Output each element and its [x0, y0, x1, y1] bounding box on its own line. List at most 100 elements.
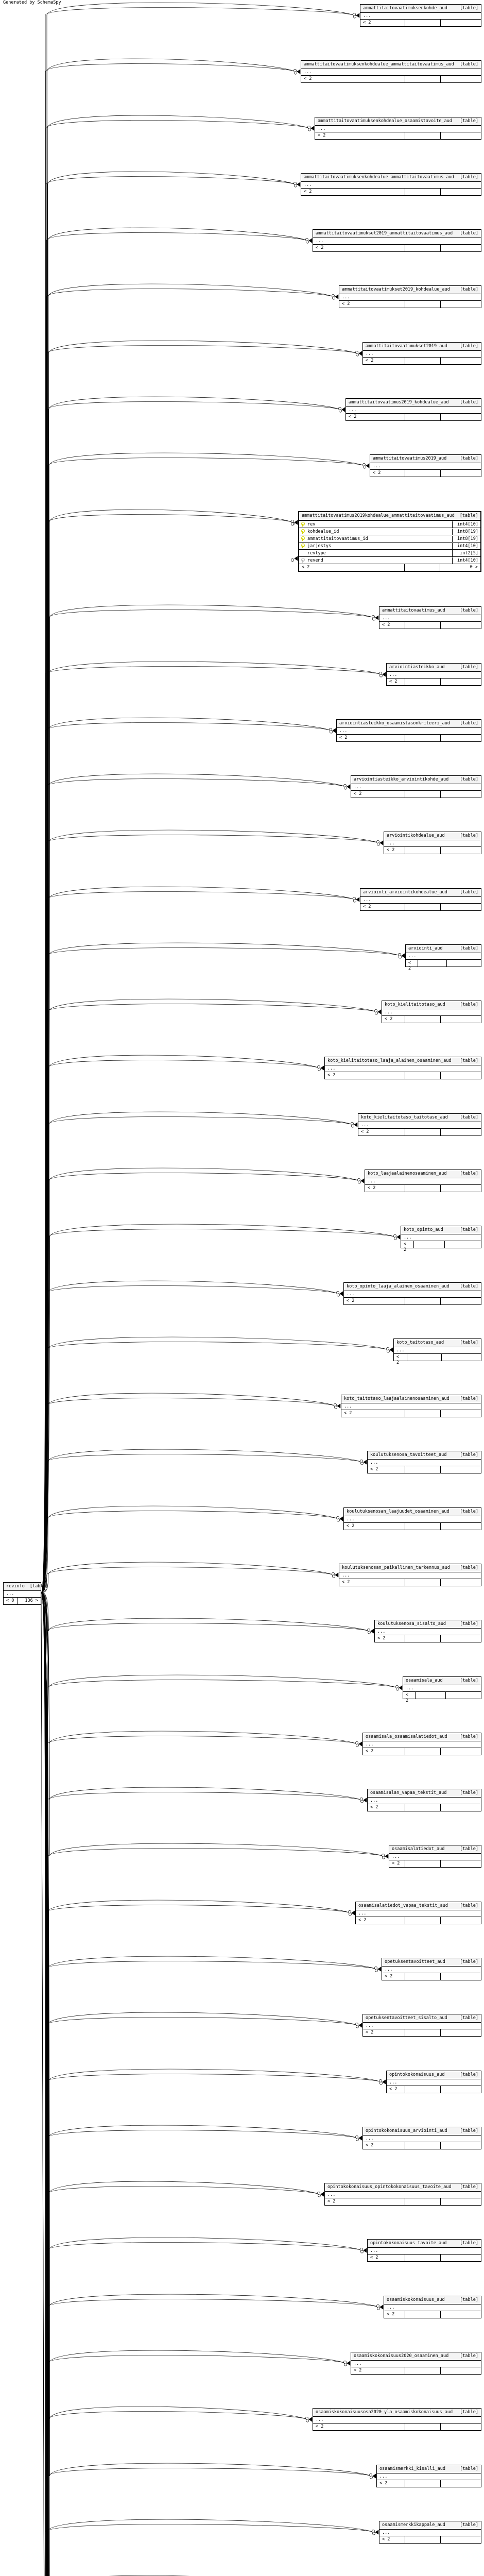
table-node[interactable]: opintokokonaisuus_tavoite_aud[table]...<… — [367, 2239, 481, 2262]
table-node[interactable]: koto_opinto_aud[table]...< 2 — [401, 1226, 481, 1252]
foot-spacer-right — [441, 791, 481, 798]
foot-spacer — [405, 2536, 441, 2543]
foot-spacer — [405, 1129, 441, 1136]
table-node[interactable]: arviointi_aud[table]...< 2 — [405, 944, 481, 971]
primary-key-icon — [299, 521, 306, 528]
column-type: int8[19] — [452, 528, 480, 535]
table-node[interactable]: ammattitaitovaatimuksenkohdealue_osaamis… — [315, 117, 481, 140]
incoming-relations-count: < 2 — [325, 2198, 405, 2205]
table-node[interactable]: ammattitaitovaatimus2019_aud[table]...< … — [370, 454, 481, 477]
table-node[interactable]: ammattitaitovaatimus_aud[table]...< 2 — [379, 606, 481, 629]
table-relationship-counts: < 2 — [339, 1579, 481, 1586]
table-name: ammattitaitovaatimus2019_kohdealue_aud — [349, 400, 449, 405]
table-node[interactable]: osaamiskokonaisuusosa2020_yla_osaamiskok… — [313, 2408, 481, 2431]
table-type-tag: [table] — [460, 1565, 478, 1570]
column-name: ammattitaitovaatimus_id — [307, 536, 368, 541]
table-node[interactable]: koulutuksenosan_laajuudet_osaaminen_aud[… — [343, 1507, 481, 1530]
table-type-tag: [table] — [460, 2184, 478, 2190]
table-node[interactable]: arviointikohdealue_aud[table]...< 2 — [384, 832, 481, 854]
table-node[interactable]: koulutuksenosa_sisalto_aud[table]...< 2 — [374, 1620, 481, 1642]
table-node[interactable]: ammattitaitovaatimuksenkohdealue_ammatti… — [301, 173, 481, 196]
incoming-relations-count: < 2 — [384, 847, 405, 854]
table-node[interactable]: opetuksentavoitteet_sisalto_aud[table]..… — [362, 2014, 481, 2037]
table-header: opetuksentavoitteet_sisalto_aud[table] — [363, 2014, 481, 2023]
table-type-tag: [table] — [460, 1734, 478, 1739]
table-node[interactable]: osaamismerkki_kisalli_aud[table]...< 2 — [376, 2465, 481, 2487]
table-type-tag: [table] — [460, 665, 478, 670]
table-node[interactable]: ammattitaitovaatimuksenkohdealue_ammatti… — [301, 60, 481, 83]
table-node[interactable]: ammattitaitovaatimukset2019_ammattitaito… — [313, 229, 481, 252]
incoming-relations-count: < 2 — [301, 189, 405, 195]
table-node[interactable]: koulutuksenosa_tavoitteet_aud[table]...<… — [367, 1451, 481, 1473]
table-node[interactable]: ammattitaitovaatimukset2019_kohdealue_au… — [339, 285, 481, 308]
table-node[interactable]: koulutuksenosan_paikallinen_tarkennus_au… — [339, 1564, 481, 1586]
table-node[interactable]: arviointiasteikko_aud[table]...< 2 — [386, 663, 481, 686]
foot-spacer — [405, 904, 441, 910]
outgoing-relations-count: 0 > — [470, 565, 478, 570]
table-node[interactable]: ammattitaitovaatimus2019_kohdealue_aud [t… — [345, 398, 481, 421]
foot-spacer — [405, 301, 441, 308]
table-node[interactable]: koto_kielitaitotaso_laaja_alainen_osaami… — [324, 1057, 481, 1079]
foot-spacer-right — [441, 76, 481, 82]
table-type-tag: [table] — [460, 1340, 478, 1345]
foot-spacer — [405, 1072, 441, 1079]
table-node[interactable]: osaamiskokonaisuus_aud[table]...< 2 — [384, 2296, 481, 2318]
table-columns-collapsed: ... — [346, 407, 481, 414]
table-node[interactable]: osaamisala_osaamisalatiedot_aud[table]..… — [362, 1733, 481, 1755]
table-header: koto_opinto_laaja_alainen_osaaminen_aud[… — [344, 1283, 481, 1291]
table-node[interactable]: arviointiasteikko_osaamistasonkriteeri_a… — [336, 719, 481, 742]
table-node[interactable]: opintokokonaisuus_opintokokonaisuus_tavo… — [324, 2183, 481, 2206]
table-relationship-counts: < 2 — [325, 2198, 481, 2205]
table-node[interactable]: koto_opinto_laaja_alainen_osaaminen_aud[… — [343, 1282, 481, 1305]
table-node[interactable]: osaamisalatiedot_aud[table]...< 2 — [389, 1845, 481, 1868]
table-node[interactable]: koto_taitotaso_laajaalainenosaaminen_aud… — [341, 1395, 481, 1417]
table-node-focus[interactable]: ammattitaitovaatimus2019kohdealue_ammatt… — [298, 511, 481, 572]
foot-spacer-right — [441, 189, 481, 195]
foot-spacer — [405, 189, 441, 195]
table-type-tag: [table] — [460, 400, 478, 405]
table-name: ammattitaitovaatimukset2019_kohdealue_au… — [342, 287, 450, 292]
table-node[interactable]: opintokokonaisuus_arviointi_aud[table]..… — [362, 2127, 481, 2149]
table-node[interactable]: osaamismerkkikappale_aud[table]...< 2 — [379, 2521, 481, 2544]
incoming-relations-count: < 0 — [4, 1598, 18, 1604]
table-type-tag: [table] — [460, 1171, 478, 1176]
table-columns-collapsed: ... — [363, 351, 481, 358]
table-node[interactable]: opintokokonaisuus_aud[table]...< 2 — [386, 2071, 481, 2093]
table-node[interactable]: osaamiskokonaisuus2020_osaaminen_aud[tab… — [351, 2352, 481, 2375]
table-node[interactable]: opetuksentavoitteet_aud[table]...< 2 — [382, 1958, 481, 1980]
foot-spacer-right — [441, 1635, 481, 1642]
foot-spacer-right — [442, 1354, 481, 1361]
table-node[interactable]: koto_kielitaitotaso_aud[table]...< 2 — [382, 1001, 481, 1023]
table-header: arviointiasteikko_arviointikohde_aud[tab… — [351, 776, 481, 784]
foot-spacer — [405, 791, 441, 798]
table-name: ammattitaitovaatimuksenkohdealue_ammatti… — [304, 175, 454, 180]
table-type-tag: [table] — [460, 1509, 478, 1514]
table-name: koto_laajaalainenosaaminen_aud — [368, 1171, 447, 1176]
incoming-relations-count: < 2 — [344, 1523, 405, 1530]
table-node[interactable]: koto_laajaalainenosaaminen_aud[table]...… — [365, 1170, 481, 1192]
table-type-tag: [table] — [460, 2353, 478, 2359]
table-node[interactable]: osaamisalan_vapaa_tekstit_aud[table]...<… — [367, 1789, 481, 1811]
table-node[interactable]: koto_kielitaitotaso_taitotaso_aud[table]… — [358, 1113, 481, 1136]
table-columns-collapsed: ... — [375, 1629, 481, 1635]
table-header: opintokokonaisuus_opintokokonaisuus_tavo… — [325, 2183, 481, 2192]
foot-spacer — [405, 1579, 441, 1586]
table-node[interactable]: ammattitaitovaatimuksenkohde_aud[table].… — [360, 4, 481, 27]
table-node[interactable]: arviointiasteikko_arviointikohde_aud[tab… — [351, 775, 481, 798]
table-node[interactable]: osaamisala_aud[table]...< 2 — [403, 1676, 481, 1703]
table-node[interactable]: osaamisalatiedot_vapaa_tekstit_aud[table… — [355, 1902, 481, 1924]
table-header: ammattitaitovaatimukset2019_ammattitaito… — [313, 230, 481, 238]
table-header: koto_opinto_aud[table] — [401, 1226, 481, 1234]
table-node[interactable]: arviointi_arviointikohdealue_aud[table].… — [360, 888, 481, 911]
table-header: ammattitaitovaatimus2019_kohdealue_aud [t… — [346, 399, 481, 407]
table-node[interactable]: ammattitaitovaatimukset2019_aud[table]..… — [362, 342, 481, 365]
table-node[interactable]: koto_taitotaso_aud[table]...< 2 — [393, 1338, 481, 1365]
table-columns-collapsed: ... — [363, 1741, 481, 1748]
